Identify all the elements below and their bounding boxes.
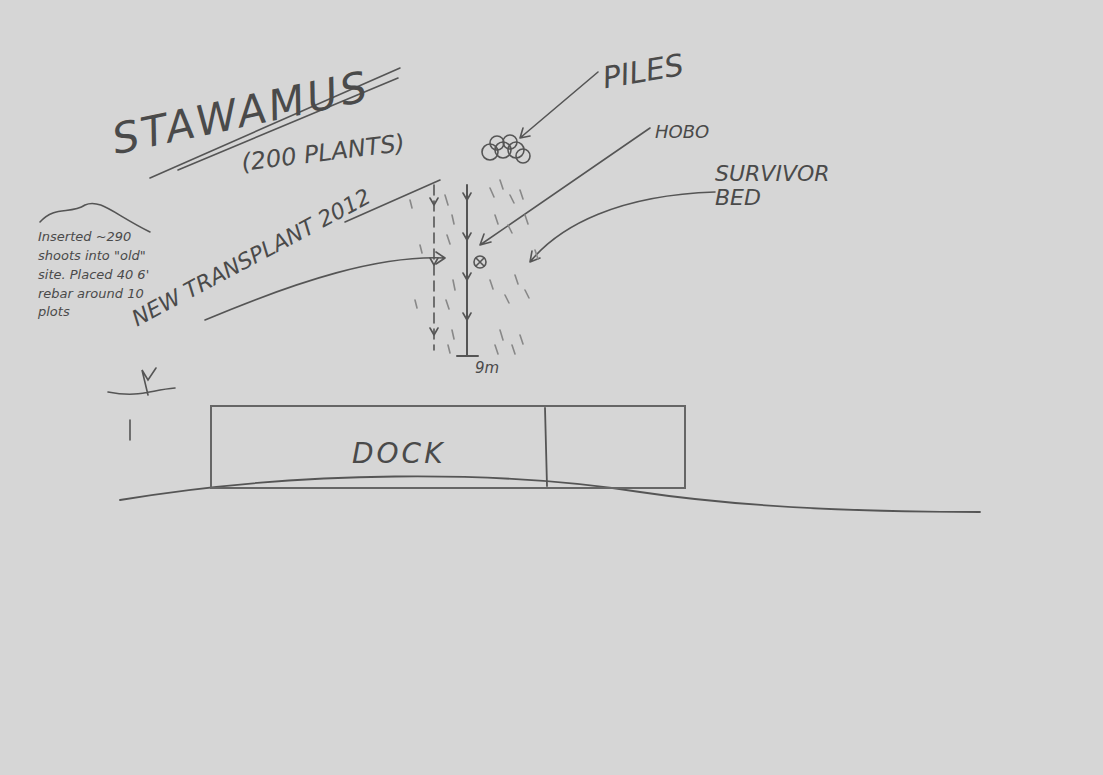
- transect-line: [457, 185, 478, 356]
- pile-symbol: [503, 135, 517, 149]
- leader-arrow: [530, 192, 715, 262]
- hobo-label: HOBO: [655, 122, 735, 142]
- dimension-label: 9m: [475, 360, 515, 377]
- plant-count: (200 PLANTS): [240, 123, 462, 176]
- pile-symbol: [516, 149, 530, 163]
- plot-sketch: [108, 368, 175, 440]
- hobo-symbol: [476, 258, 484, 266]
- note-border: [40, 203, 150, 232]
- pile-symbol: [490, 136, 504, 150]
- dock-divider: [545, 408, 547, 486]
- leader-arrow: [480, 128, 650, 245]
- shoot-marks: [430, 193, 471, 335]
- dock-box: DOCK: [210, 405, 686, 489]
- eelgrass-marks: [410, 180, 538, 354]
- transplant-line: [433, 185, 435, 350]
- new-transplant-label: NEW TRANSPLANT 2012: [128, 160, 422, 332]
- survivor-bed-label: SURVIVOR BED: [715, 162, 835, 210]
- piles-label: PILES: [600, 41, 724, 94]
- hobo-symbol: [474, 256, 486, 268]
- dock-label: DOCK: [352, 439, 532, 470]
- field-note: Inserted ~290 shoots into "old" site. Pl…: [38, 228, 150, 322]
- shoreline: [120, 476, 980, 512]
- leader-arrow: [520, 72, 598, 138]
